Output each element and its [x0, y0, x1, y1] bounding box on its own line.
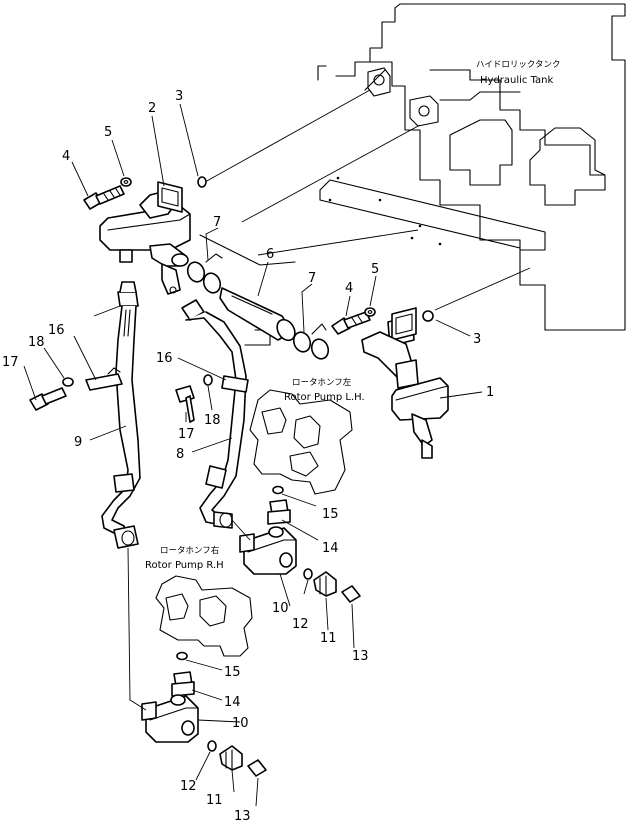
tank-label-en: Hydraulic Tank	[480, 75, 554, 86]
hose-8-route	[231, 519, 251, 541]
fitting-11-upper	[313, 571, 337, 597]
callout-5-lower: 5	[371, 262, 379, 277]
washer-5-upper	[120, 177, 132, 187]
callout-16-left: 16	[48, 323, 65, 338]
hose-9-route	[127, 547, 147, 711]
hose-clamp-left	[186, 253, 223, 294]
adapter-14-upper	[267, 499, 291, 525]
callout-14-lower: 14	[224, 695, 241, 710]
hydraulic-tank	[199, 3, 626, 346]
fitting-11-lower	[219, 745, 243, 771]
bolt-4-lower	[331, 311, 371, 335]
elbow-manifold-left	[99, 181, 191, 295]
callout-18-left: 18	[28, 335, 45, 350]
callout-1: 1	[486, 385, 494, 400]
callout-13-lower: 13	[234, 809, 251, 820]
o-ring-15-lower	[176, 651, 188, 661]
o-ring-12-lower	[207, 740, 217, 752]
bolt-17-middle	[175, 385, 195, 423]
leader-lines	[23, 103, 483, 807]
callout-3-lower: 3	[473, 332, 481, 347]
pump-lh-label-jp: ロータホンフ左	[292, 377, 352, 388]
callout-15-lower: 15	[224, 665, 241, 680]
callout-10-upper: 10	[272, 601, 289, 616]
hose-clamp-right	[292, 323, 330, 360]
callout-7-left: 7	[213, 215, 221, 230]
callout-11-upper: 11	[320, 631, 337, 646]
clip-16-middle	[221, 375, 249, 393]
elbow-manifold-right	[361, 307, 449, 459]
washer-5-lower	[364, 307, 376, 317]
bolt-4-upper	[83, 185, 125, 210]
rotor-pump-rh	[155, 575, 253, 657]
washer-18-middle	[203, 374, 213, 386]
o-ring-3-lower	[422, 310, 434, 322]
pump-rh-label-jp: ロータホンフ右	[160, 545, 219, 556]
callout-17-middle: 17	[178, 427, 195, 442]
callout-11-lower: 11	[206, 793, 223, 808]
alignment-line-mid	[241, 124, 421, 223]
o-ring-15-upper	[272, 485, 284, 495]
o-ring-3-upper	[197, 176, 207, 188]
callout-12-lower: 12	[180, 779, 197, 794]
tank-label-jp: ハイドロリックタンク	[476, 60, 561, 70]
callout-13-upper: 13	[352, 649, 369, 664]
callout-7-right: 7	[308, 271, 316, 286]
callout-16-middle: 16	[156, 351, 173, 366]
tee-block-10-upper	[239, 526, 297, 575]
callout-17-left: 17	[2, 355, 19, 370]
callout-14-upper: 14	[322, 541, 339, 556]
pump-lh-label-en: Rotor Pump L.H.	[284, 392, 365, 403]
callout-6: 6	[266, 247, 274, 262]
rotor-pump-lh	[249, 389, 353, 495]
callout-4-upper: 4	[62, 149, 70, 164]
callout-5-upper: 5	[104, 125, 112, 140]
callout-15-upper: 15	[322, 507, 339, 522]
adapter-14-lower	[171, 671, 195, 697]
alignment-line-pipe	[257, 229, 419, 256]
callout-2: 2	[148, 101, 156, 116]
plug-13-lower	[247, 759, 267, 777]
o-ring-12-upper	[303, 568, 313, 580]
clip-16-left	[85, 367, 123, 391]
pipe-6	[219, 287, 296, 342]
washer-18-left	[62, 377, 74, 387]
tee-block-10-lower	[141, 694, 199, 743]
pump-rh-label-en: Rotor Pump R.H	[145, 560, 224, 571]
callout-12-upper: 12	[292, 617, 309, 632]
callout-9: 9	[74, 435, 82, 450]
bolt-17-left	[29, 387, 67, 411]
callout-18-middle: 18	[204, 413, 221, 428]
alignment-line-right	[434, 267, 531, 311]
hose-9	[101, 281, 141, 549]
callout-3-upper: 3	[175, 89, 183, 104]
alignment-line-upper	[204, 89, 371, 183]
callout-10-lower: 10	[232, 716, 249, 731]
callout-8: 8	[176, 447, 184, 462]
plug-13-upper	[341, 585, 361, 603]
callout-numbers: 1 2 3 3 4 4 5 5 6 7 7 8 9 10 10 11 11 12…	[2, 89, 494, 820]
callout-4-lower: 4	[345, 281, 353, 296]
